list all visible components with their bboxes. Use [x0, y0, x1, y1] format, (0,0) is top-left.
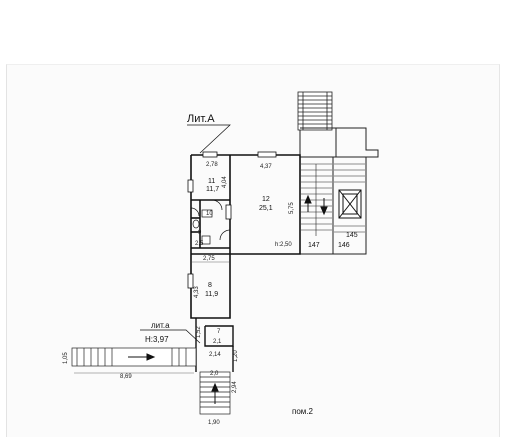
- doors: [190, 199, 231, 241]
- premises-label: пом.2: [292, 407, 314, 416]
- callout-lines: [140, 124, 231, 344]
- dim-145: 145: [346, 232, 358, 239]
- room-11-number: 11: [208, 178, 215, 185]
- dim-1-05: 1,05: [63, 352, 69, 364]
- dim-1-90: 1,90: [208, 420, 220, 426]
- dim-1-20: 1,20: [233, 350, 239, 362]
- dim-1-52: 1,52: [196, 326, 202, 338]
- room-7-number: 7: [217, 329, 221, 335]
- dim-2-0: 2,0: [210, 371, 219, 377]
- room-8-number: 8: [208, 282, 212, 289]
- dim-8-69: 8,69: [120, 374, 132, 380]
- ramp-arrow: [128, 353, 156, 361]
- height-label-room-12: h:2,50: [275, 242, 292, 248]
- stair-arrows: [304, 194, 328, 216]
- plan-sheet: [6, 64, 500, 437]
- room-9-number: 9: [198, 230, 202, 236]
- dim-4-37: 4,37: [260, 164, 272, 170]
- dim-5-75: 5,75: [289, 202, 295, 214]
- top-stair: [297, 91, 333, 131]
- room-10-number: 10: [206, 211, 213, 217]
- room-12-number: 12: [262, 196, 270, 203]
- windows: [187, 151, 277, 289]
- room-8-area: 11,9: [205, 291, 218, 298]
- dimension-ticks: [74, 261, 230, 374]
- dim-2-94: 2,94: [232, 381, 238, 393]
- bathroom-fixtures: [192, 209, 213, 245]
- main-walls: [190, 154, 301, 319]
- dim-2-14: 2,14: [209, 352, 221, 358]
- dim-2-78: 2,78: [206, 162, 218, 168]
- dim-2-75: 2,75: [203, 256, 215, 262]
- room-7-area: 2,1: [213, 339, 222, 345]
- elevator-box: [338, 189, 362, 219]
- dim-4-33: 4,33: [194, 286, 200, 298]
- annex-room-7: [195, 318, 234, 372]
- room-12-area: 25,1: [259, 205, 273, 212]
- dim-2-5: 2,5: [195, 241, 204, 247]
- building-label: Лит.А: [187, 113, 215, 125]
- dim-4-04: 4,04: [222, 176, 228, 188]
- room-11-area: 11,7: [206, 186, 219, 193]
- annex-height: H:3,97: [145, 335, 169, 344]
- dim-146: 146: [338, 242, 350, 249]
- annex-label: лит.а: [151, 321, 170, 330]
- dim-147: 147: [308, 242, 320, 249]
- bottom-stair-arrow: [211, 382, 219, 404]
